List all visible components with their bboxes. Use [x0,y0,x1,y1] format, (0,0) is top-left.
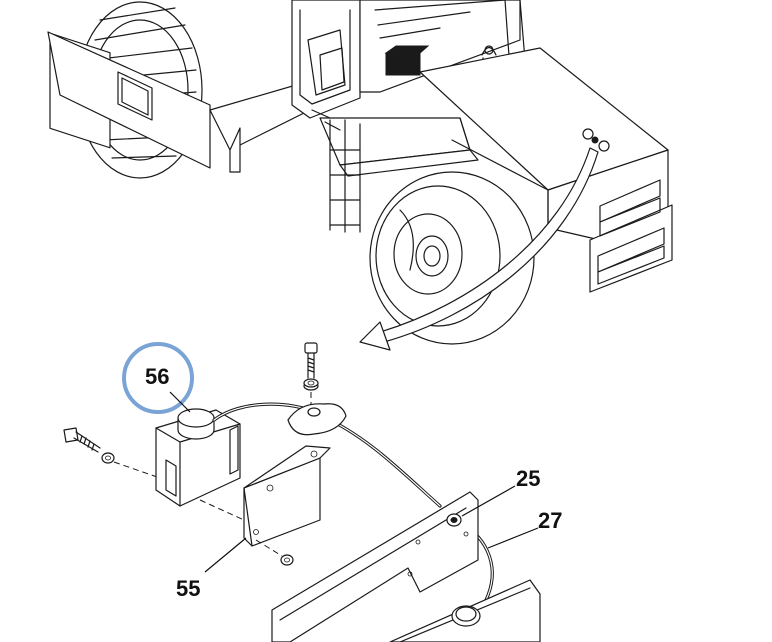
fluid-reservoir [155,408,241,507]
callout-25: 25 [516,466,540,491]
machine-cab [291,0,527,233]
leader-25 [461,485,516,517]
callout-56: 56 [145,364,169,389]
engine-hood [419,47,673,293]
callout-27: 27 [538,508,562,533]
detail-arrow [359,147,599,351]
callout-55: 55 [176,576,200,601]
lower-panel [389,579,541,642]
leader-27 [487,527,539,549]
leader-56 [169,391,191,413]
bolt-left [63,427,161,479]
bolt-top [303,342,319,410]
roller-drum [47,1,331,179]
highlight-circle [122,342,194,414]
rear-panel [271,491,479,642]
hose-connector [287,403,347,436]
leader-55 [204,537,247,573]
rear-wheel [369,171,535,345]
mounting-bracket [199,445,331,566]
